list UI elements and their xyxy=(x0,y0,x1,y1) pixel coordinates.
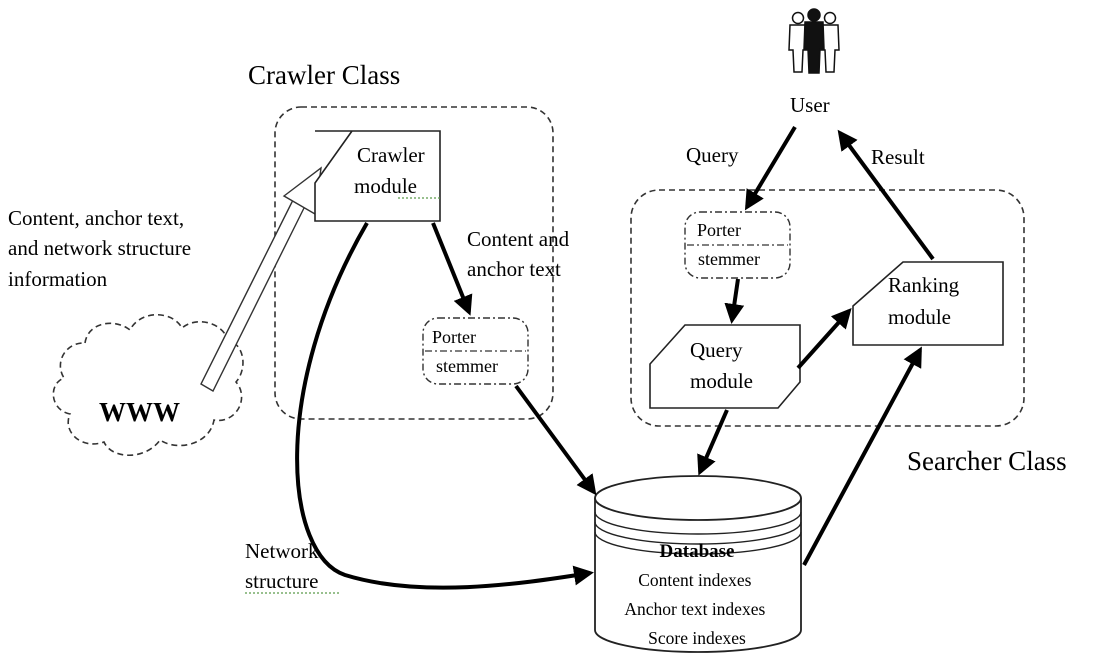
crawler-porter-stemmer-label: Porter stemmer xyxy=(432,327,498,376)
porter-to-database-arrow xyxy=(514,384,597,496)
searcher-class-title: Searcher Class xyxy=(907,446,1067,476)
www-label: WWW xyxy=(99,397,180,427)
result-label: Result xyxy=(871,145,925,169)
www-input-label: Content, anchor text, and network struct… xyxy=(8,206,196,291)
crawler-to-database-network-arrow xyxy=(295,221,594,590)
database-title: Database xyxy=(660,541,735,562)
crawler-module-label: Crawler module xyxy=(354,143,430,198)
www-cloud xyxy=(52,314,244,456)
query-label: Query xyxy=(686,143,739,167)
query-to-database-arrow xyxy=(697,409,729,476)
www-to-crawler-hollow-arrow xyxy=(200,166,322,392)
users-group-icon xyxy=(788,8,840,74)
searcher-class-region xyxy=(630,189,1025,427)
query-to-ranking-arrow xyxy=(796,308,852,370)
ranking-module-box xyxy=(852,261,1004,346)
ranking-to-user-arrow xyxy=(837,129,935,261)
searcher-porter-stemmer-label: Porter stemmer xyxy=(697,220,760,269)
network-structure-label: Network structure xyxy=(245,539,324,593)
query-module-label: Query module xyxy=(690,338,753,393)
porter-to-query-arrow xyxy=(724,278,745,324)
crawler-class-title: Crawler Class xyxy=(248,60,400,90)
user-to-query-arrow xyxy=(744,125,797,211)
database-to-ranking-arrow xyxy=(802,346,922,566)
database-indexes: Content indexes Anchor text indexes Scor… xyxy=(624,570,769,648)
crawler-module-box xyxy=(314,130,441,222)
content-anchor-label: Content and anchor text xyxy=(467,227,574,281)
ranking-module-label: Ranking module xyxy=(888,273,964,329)
database-cylinder xyxy=(594,475,802,653)
query-module-box xyxy=(649,324,801,409)
crawler-to-porter-arrow xyxy=(431,222,473,316)
user-label: User xyxy=(790,93,830,117)
